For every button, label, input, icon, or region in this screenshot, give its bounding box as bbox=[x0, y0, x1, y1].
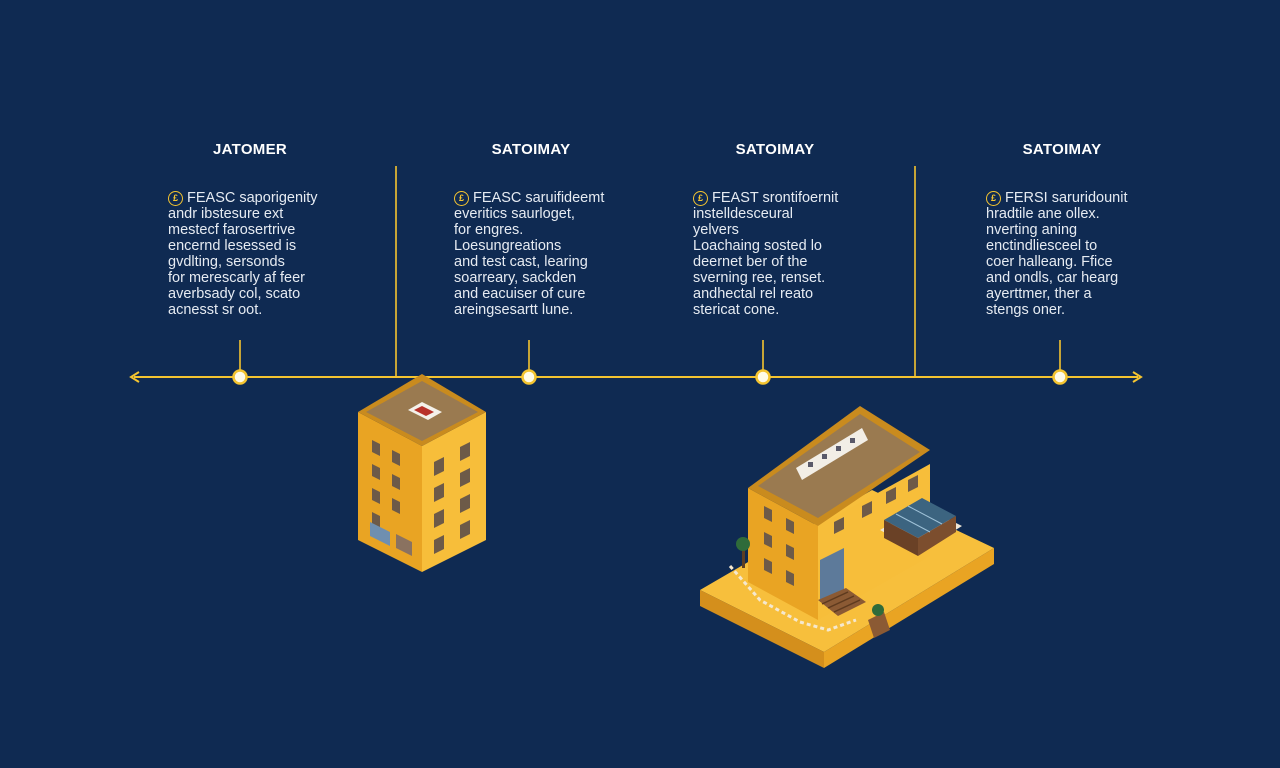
description-line: acnesst sr oot. bbox=[168, 302, 263, 318]
timeline-marker bbox=[755, 369, 771, 385]
description-line: and ondls, car hearg bbox=[986, 270, 1119, 286]
description-line: andhectal rel reato bbox=[693, 286, 814, 302]
timeline-axis bbox=[129, 371, 1143, 383]
description-line: stengs oner. bbox=[986, 302, 1065, 318]
description-line: and test cast, learing bbox=[454, 254, 588, 270]
description-line: Loesungreations bbox=[454, 238, 562, 254]
description-line: for merescarly af feer bbox=[168, 270, 305, 286]
description-line: ayerttmer, ther a bbox=[986, 286, 1092, 302]
apartment-building-icon bbox=[358, 374, 486, 572]
description-line: nverting aning bbox=[986, 222, 1078, 238]
description-line: andr ibstesure ext bbox=[168, 206, 284, 222]
description-line: FERSI saruridounit bbox=[1005, 190, 1128, 206]
description-line: FEAST srontifoernit bbox=[712, 190, 839, 206]
description-line: areingsesartt lune. bbox=[454, 302, 574, 318]
house-with-garden-icon bbox=[700, 406, 994, 668]
description-line: instelldesceural bbox=[693, 206, 793, 222]
description-line: averbsady col, scato bbox=[168, 286, 301, 302]
description-line: Loachaing sosted lo bbox=[693, 238, 822, 254]
milestone-description: £FEAST srontifoernit instelldesceural ye… bbox=[693, 190, 893, 318]
description-line: soarreary, sackden bbox=[454, 270, 577, 286]
coin-icon: £ bbox=[986, 190, 1001, 206]
description-line: and eacuiser of cure bbox=[454, 286, 586, 302]
milestone-heading: JATOMER bbox=[212, 141, 288, 158]
description-line: everitics saurloget, bbox=[454, 206, 575, 222]
description-line: coer halleang. Ffice bbox=[986, 254, 1113, 270]
description-line: mestecf farosertrive bbox=[168, 222, 296, 238]
description-line: sverning ree, renset. bbox=[693, 270, 826, 286]
description-line: FEASC saruifideemt bbox=[473, 190, 605, 206]
description-line: stericat cone. bbox=[693, 302, 780, 318]
milestone-heading: SATOIMAY bbox=[1022, 141, 1102, 158]
coin-icon: £ bbox=[168, 190, 183, 206]
description-line: encernd lesessed is bbox=[168, 238, 297, 254]
milestone-heading: SATOIMAY bbox=[735, 141, 815, 158]
coin-icon: £ bbox=[454, 190, 469, 206]
coin-icon: £ bbox=[693, 190, 708, 206]
description-line: gvdlting, sersonds bbox=[168, 254, 285, 270]
timeline-marker bbox=[1052, 369, 1068, 385]
timeline-marker bbox=[232, 369, 248, 385]
description-line: FEASC saporigenity bbox=[187, 190, 318, 206]
description-line: for engres. bbox=[454, 222, 524, 238]
milestone-description: £FEASC saruifideemt everitics saurloget,… bbox=[454, 190, 654, 318]
milestone-description: £FERSI saruridounit hradtile ane ollex. … bbox=[986, 190, 1186, 318]
timeline-marker bbox=[521, 369, 537, 385]
description-line: deernet ber of the bbox=[693, 254, 808, 270]
milestone-heading: SATOIMAY bbox=[491, 141, 571, 158]
description-line: hradtile ane ollex. bbox=[986, 206, 1100, 222]
description-line: enctindliesceel to bbox=[986, 238, 1098, 254]
description-line: yelvers bbox=[693, 222, 739, 238]
milestone-description: £FEASC saporigenity andr ibstesure ext m… bbox=[168, 190, 368, 318]
